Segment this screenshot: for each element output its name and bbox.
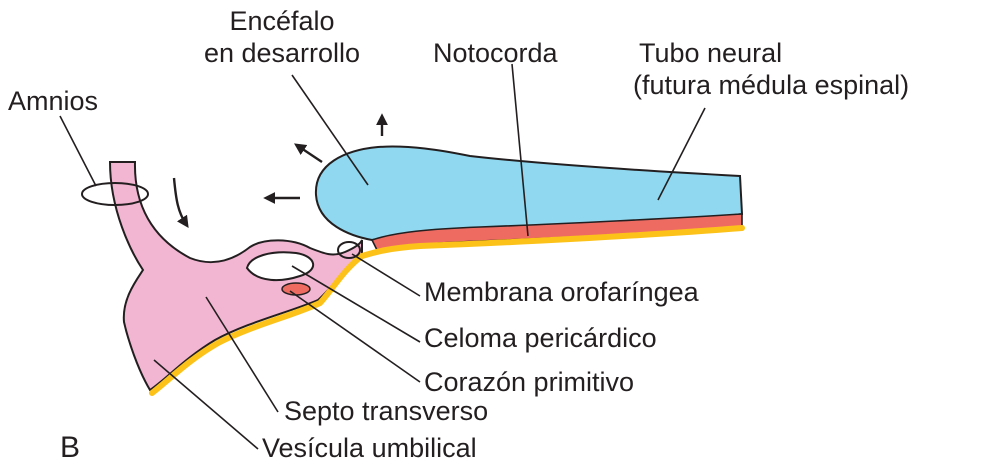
leader-membrana xyxy=(352,254,420,296)
label-corazon: Corazón primitivo xyxy=(424,367,634,397)
label-tubo-line1: Tubo neural xyxy=(639,38,782,68)
label-vesicula: Vesícula umbilical xyxy=(262,433,477,463)
primitive-heart xyxy=(282,283,310,295)
label-septo: Septo transverso xyxy=(284,396,488,426)
label-encefalo-line1: Encéfalo xyxy=(229,6,334,36)
label-membrana: Membrana orofaríngea xyxy=(424,277,700,307)
label-notocorda: Notocorda xyxy=(433,38,559,68)
pericardial-coelom xyxy=(247,252,313,280)
label-encefalo-line2: en desarrollo xyxy=(204,38,360,68)
label-tubo-line2: (futura médula espinal) xyxy=(633,70,909,100)
label-celoma: Celoma pericárdico xyxy=(424,323,657,353)
growth-arrow-upleft xyxy=(298,146,322,162)
leader-amnios xyxy=(60,116,96,186)
growth-arrow-curved xyxy=(174,178,186,224)
label-amnios: Amnios xyxy=(8,86,98,116)
leader-corazon xyxy=(290,291,420,382)
panel-letter: B xyxy=(60,431,80,464)
leader-vesicula xyxy=(154,360,258,449)
